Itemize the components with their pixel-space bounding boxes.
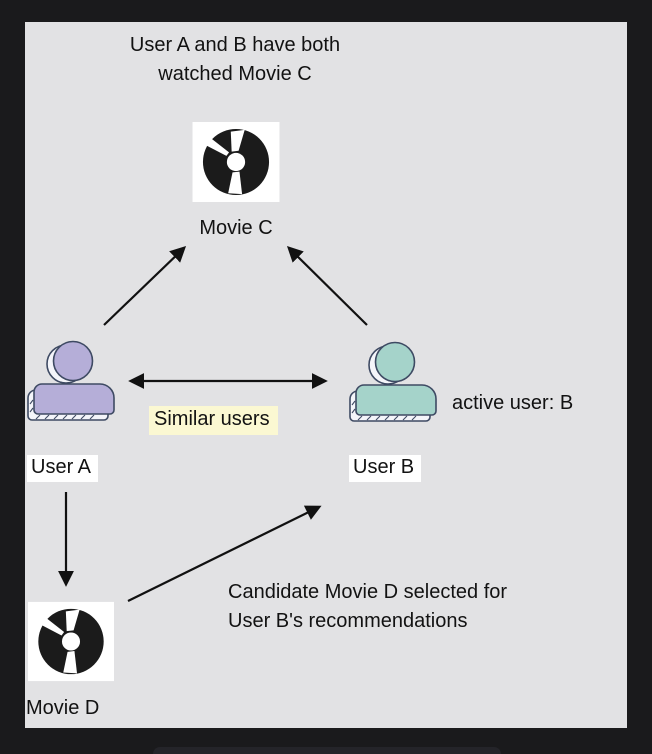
user-b-label: User B xyxy=(349,455,422,482)
diagram-title: User A and B have both watched Movie C xyxy=(95,31,375,89)
person-icon-user-b xyxy=(349,341,437,422)
movie-disc-icon xyxy=(28,601,114,682)
movie-d-label: Movie D xyxy=(26,697,100,719)
user-a-label: User A xyxy=(27,455,99,482)
similar-users-label: Similar users xyxy=(149,406,278,435)
active-user-annotation: active user: B xyxy=(452,392,574,414)
candidate-annotation: Candidate Movie D selected for User B's … xyxy=(228,578,568,636)
title-line: watched Movie C xyxy=(158,63,312,85)
movie-disc-icon xyxy=(192,122,280,202)
candidate-line: Candidate Movie D selected for xyxy=(228,581,508,603)
movie-c-label: Movie C xyxy=(199,217,273,239)
candidate-line: User B's recommendations xyxy=(228,610,468,632)
title-line: User A and B have both xyxy=(129,34,341,56)
person-icon-user-a xyxy=(27,340,115,421)
background-window-edge xyxy=(153,747,501,754)
